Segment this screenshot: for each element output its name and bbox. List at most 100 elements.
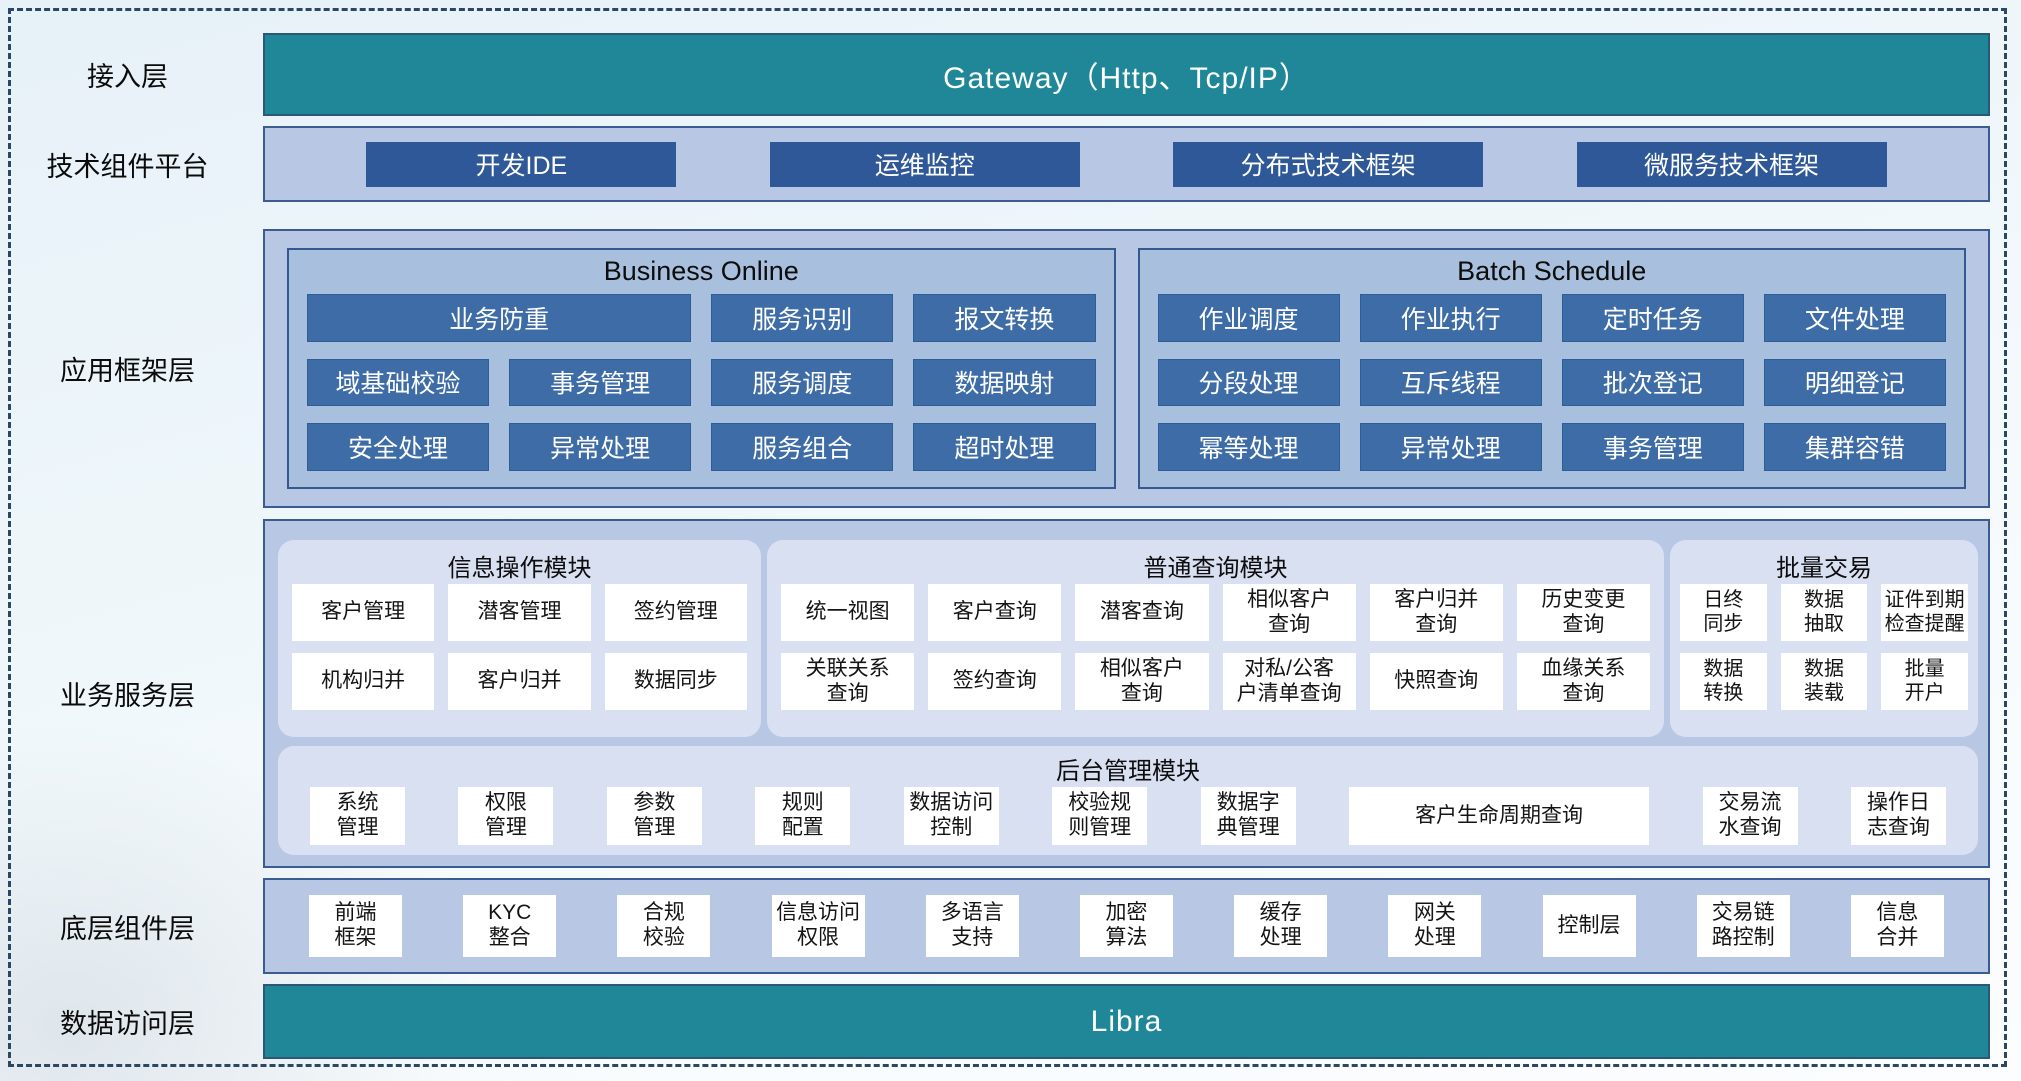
admin-button-data-access-control: 数据访问 控制 [903,787,999,845]
infra-button-multilanguage: 多语言 支持 [925,895,1019,957]
batch-button-batch-open: 批量 开户 [1881,653,1968,710]
gateway-bar: Gateway（Http、Tcp/IP） [263,33,1990,116]
admin-button-rule-config: 规则 配置 [755,787,851,845]
gateway-bar-text: Gateway（Http、Tcp/IP） [943,61,1310,95]
business-online-panel: Business Online 业务防重 服务识别 报文转换 域基础校验 事务管… [287,248,1116,489]
bs-button-mutex-thread: 互斥线程 [1359,358,1542,407]
query-button-customer-list: 对私/公客 户清单查询 [1222,653,1356,710]
libra-bar-text: Libra [1090,1004,1163,1038]
general-query-grid: 统一视图 客户查询 潜客查询 相似客户 查询 客户归并 查询 历史变更 查询 关… [781,584,1650,723]
admin-module-title: 后台管理模块 [1056,757,1200,785]
admin-button-customer-lifecycle-query: 客户生命周期查询 [1349,787,1650,845]
service-modules-row: 信息操作模块 客户管理 潜客管理 签约管理 机构归并 客户归并 数据同步 普通查… [278,540,1978,737]
bo-button-service-dispatch: 服务调度 [711,358,894,407]
query-button-relation: 关联关系 查询 [781,653,915,710]
layer-label-access: 接入层 [87,62,168,92]
admin-buttons-row: 系统 管理 权限 管理 参数 管理 规则 配置 数据访问 控制 校验规 则管理 … [310,787,1946,845]
query-button-contract: 签约查询 [928,653,1062,710]
infra-button-cache: 缓存 处理 [1234,895,1328,957]
info-button-customer-mgmt: 客户管理 [292,584,435,641]
bs-button-timed-task: 定时任务 [1561,294,1744,342]
tech-item-ops-monitor: 运维监控 [769,141,1080,187]
admin-button-permission-mgmt: 权限 管理 [458,787,554,845]
infra-button-gateway-process: 网关 处理 [1388,895,1482,957]
admin-button-system-mgmt: 系统 管理 [310,787,405,845]
query-button-similar-customer-1: 相似客户 查询 [1222,584,1356,641]
batch-button-data-load: 数据 装载 [1780,653,1868,710]
bo-button-exception: 异常处理 [509,423,692,471]
bo-button-timeout: 超时处理 [913,423,1096,471]
query-button-customer: 客户查询 [928,584,1062,641]
layer-label-base-components: 底层组件层 [60,913,195,944]
batch-schedule-title: Batch Schedule [1457,255,1647,286]
business-online-grid: 业务防重 服务识别 报文转换 域基础校验 事务管理 服务调度 数据映射 安全处理… [289,292,1114,487]
bo-button-message-convert: 报文转换 [913,294,1096,342]
general-query-title: 普通查询模块 [1143,554,1288,582]
query-button-snapshot: 快照查询 [1369,653,1503,710]
bs-button-job-dispatch: 作业调度 [1157,294,1340,342]
bs-button-cluster-fault-tolerance: 集群容错 [1763,423,1946,471]
info-button-contract-mgmt: 签约管理 [604,584,747,641]
admin-button-trade-flow-query: 交易流 水查询 [1702,787,1798,845]
bo-button-service-compose: 服务组合 [711,423,894,471]
admin-button-parameter-mgmt: 参数 管理 [606,787,702,845]
tech-item-dev-ide: 开发IDE [366,141,677,187]
info-operation-module: 信息操作模块 客户管理 潜客管理 签约管理 机构归并 客户归并 数据同步 [278,540,761,737]
query-button-history-change: 历史变更 查询 [1516,584,1650,641]
infra-button-kyc-integration: KYC 整合 [463,895,557,957]
admin-button-data-dictionary-mgmt: 数据字 典管理 [1200,787,1296,845]
admin-module: 后台管理模块 系统 管理 权限 管理 参数 管理 规则 配置 数据访问 控制 校… [278,746,1978,855]
query-button-prospect: 潜客查询 [1075,584,1209,641]
query-button-unified-view: 统一视图 [781,584,915,641]
admin-button-validation-rule-mgmt: 校验规 则管理 [1052,787,1148,845]
tech-platform-band: 开发IDE 运维监控 分布式技术框架 微服务技术框架 [263,126,1990,202]
info-button-org-merge: 机构归并 [292,653,435,710]
tech-item-distributed-framework: 分布式技术框架 [1173,141,1484,187]
layer-label-tech-platform: 技术组件平台 [46,151,209,182]
info-operation-title: 信息操作模块 [447,554,592,582]
bs-button-idempotent: 幂等处理 [1157,423,1340,471]
layer-label-data-access: 数据访问层 [60,1009,195,1039]
libra-bar: Libra [263,984,1990,1059]
batch-button-cert-expiry: 证件到期 检查提醒 [1881,584,1968,641]
batch-button-data-convert: 数据 转换 [1680,653,1767,710]
info-button-data-sync: 数据同步 [604,653,747,710]
bs-button-job-execute: 作业执行 [1359,294,1542,342]
app-framework-band: Business Online 业务防重 服务识别 报文转换 域基础校验 事务管… [263,229,1990,508]
bo-button-dedup: 业务防重 [307,294,692,342]
bs-button-file-process: 文件处理 [1763,294,1946,342]
business-service-band: 信息操作模块 客户管理 潜客管理 签约管理 机构归并 客户归并 数据同步 普通查… [263,519,1990,868]
bo-button-security: 安全处理 [307,423,490,471]
batch-schedule-panel: Batch Schedule 作业调度 作业执行 定时任务 文件处理 分段处理 … [1137,248,1966,489]
bo-button-service-identify: 服务识别 [711,294,894,342]
bs-button-segment-process: 分段处理 [1157,358,1340,407]
infra-button-info-merge: 信息 合并 [1850,895,1944,957]
layer-label-business-service: 业务服务层 [60,681,195,711]
bs-button-batch-register: 批次登记 [1561,358,1744,407]
infra-button-compliance-check: 合规 校验 [617,895,711,957]
query-button-similar-customer-2: 相似客户 查询 [1075,653,1209,710]
info-operation-grid: 客户管理 潜客管理 签约管理 机构归并 客户归并 数据同步 [292,584,747,723]
infra-button-encryption: 加密 算法 [1079,895,1173,957]
bs-button-transaction-mgmt: 事务管理 [1561,423,1744,471]
tech-item-microservice-framework: 微服务技术框架 [1576,141,1887,187]
bo-button-transaction-mgmt: 事务管理 [509,358,692,407]
bo-button-data-mapping: 数据映射 [913,358,1096,407]
info-button-prospect-mgmt: 潜客管理 [448,584,591,641]
bs-button-exception: 异常处理 [1359,423,1542,471]
bo-button-domain-check: 域基础校验 [307,358,490,407]
batch-trade-title: 批量交易 [1776,554,1872,582]
business-online-title: Business Online [603,255,799,286]
infra-button-frontend-framework: 前端 框架 [309,895,402,957]
info-button-customer-merge: 客户归并 [448,653,591,710]
batch-trade-module: 批量交易 日终 同步 数据 抽取 证件到期 检查提醒 数据 转换 数据 装载 批… [1670,540,1978,737]
infra-button-info-access-permission: 信息访问 权限 [771,895,865,957]
general-query-module: 普通查询模块 统一视图 客户查询 潜客查询 相似客户 查询 客户归并 查询 历史… [767,540,1664,737]
layer-label-app-framework: 应用框架层 [60,356,195,386]
query-button-lineage: 血缘关系 查询 [1516,653,1650,710]
batch-schedule-grid: 作业调度 作业执行 定时任务 文件处理 分段处理 互斥线程 批次登记 明细登记 … [1140,292,1965,487]
batch-button-eod-sync: 日终 同步 [1680,584,1767,641]
admin-button-operation-log-query: 操作日 志查询 [1850,787,1946,845]
batch-button-data-extract: 数据 抽取 [1780,584,1868,641]
